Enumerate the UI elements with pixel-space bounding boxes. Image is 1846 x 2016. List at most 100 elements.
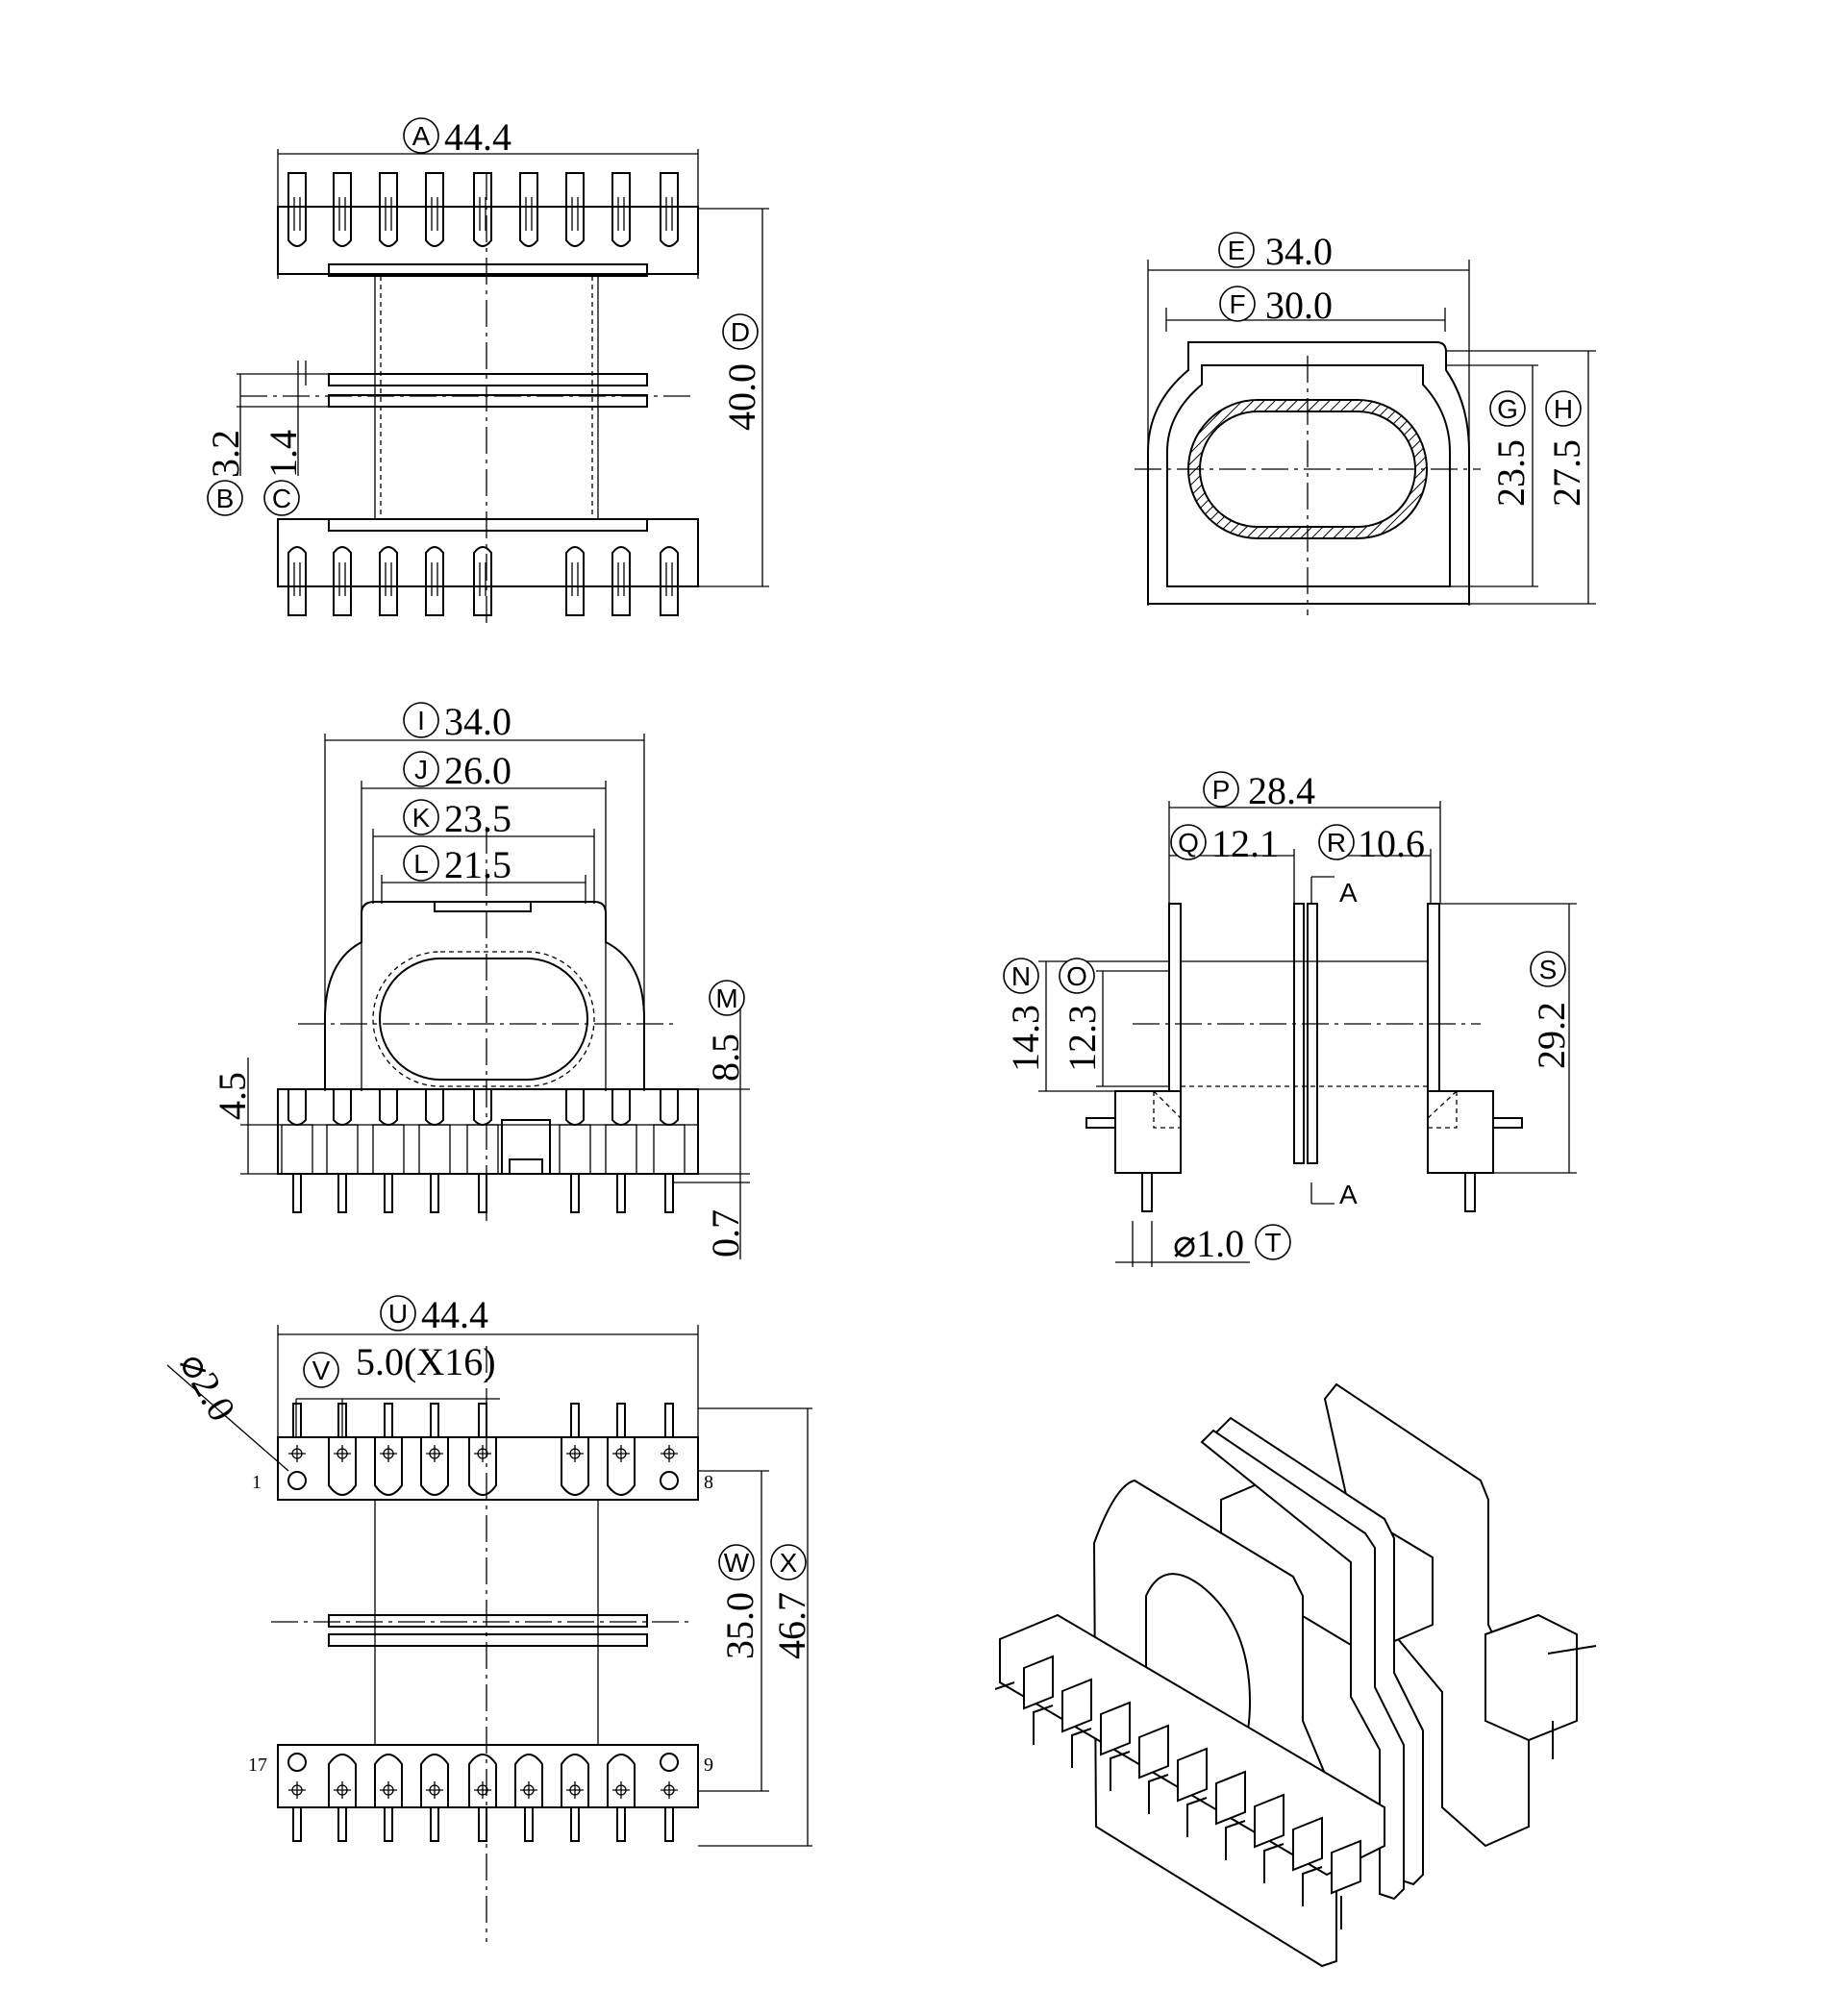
pin-slot xyxy=(607,1754,636,1807)
dim-0-7-value: 0.7 xyxy=(704,1209,747,1257)
dim-d-label: D xyxy=(731,317,750,347)
pin-lead xyxy=(664,1806,674,1842)
pin xyxy=(565,546,585,616)
section-a-bottom: A xyxy=(1339,1180,1358,1209)
dim-s-value: 29.2 xyxy=(1530,1002,1573,1069)
pin xyxy=(287,546,307,616)
pin-lead xyxy=(430,1806,439,1842)
dim-d-circle xyxy=(722,313,759,350)
pin-lead xyxy=(430,1403,439,1438)
pin-slot xyxy=(328,1437,357,1496)
pin xyxy=(379,546,398,616)
pin xyxy=(425,546,444,616)
dim-f-value: 30.0 xyxy=(1265,284,1333,327)
pin-1-label: 1 xyxy=(252,1472,262,1493)
section-a-top: A xyxy=(1339,878,1358,908)
pin xyxy=(660,172,679,247)
dim-m-label: M xyxy=(715,983,737,1013)
dim-e-value: 34.0 xyxy=(1265,230,1333,273)
iso-pin-block xyxy=(1254,1793,1285,1849)
pin-hook xyxy=(565,1089,585,1126)
pin-lead xyxy=(664,1403,674,1438)
dim-j-label: J xyxy=(414,755,428,784)
pin-base xyxy=(372,1124,405,1175)
pin-lead xyxy=(616,1173,626,1213)
pin-9-label: 9 xyxy=(704,1755,713,1776)
dim-l-value: 21.5 xyxy=(444,843,511,886)
pin-slot xyxy=(374,1754,403,1807)
pin-base xyxy=(559,1124,591,1175)
iso-pin-lead xyxy=(1225,1820,1246,1829)
iso-pin-block xyxy=(1100,1701,1131,1756)
iso-pin-block xyxy=(1023,1655,1054,1710)
dim-q-circle xyxy=(1170,824,1207,860)
pin-hook xyxy=(425,1089,444,1126)
dim-x-circle xyxy=(770,1544,807,1580)
dim-u-circle xyxy=(380,1295,416,1332)
pin-lead xyxy=(524,1806,534,1842)
iso-pin-lead xyxy=(1033,1705,1054,1713)
pin xyxy=(611,172,631,247)
dim-e-label: E xyxy=(1228,236,1246,265)
iso-pin-lead xyxy=(1302,1866,1323,1875)
dim-c-label: C xyxy=(272,484,291,513)
pin xyxy=(379,172,398,247)
pin xyxy=(473,546,492,616)
end-view: E 34.0 F 30.0 G 23.5 H 27.5 xyxy=(1135,230,1596,615)
pin-slot xyxy=(561,1437,589,1496)
dim-w-value: 35.0 xyxy=(718,1592,761,1659)
dim-q-value: 12.1 xyxy=(1211,822,1279,865)
pin-lead xyxy=(430,1173,439,1213)
dim-f-label: F xyxy=(1229,289,1245,319)
dim-l-circle xyxy=(403,845,439,882)
pin-hook xyxy=(473,1089,492,1126)
dim-i-circle xyxy=(403,702,439,738)
dim-s-label: S xyxy=(1539,955,1558,984)
front-view: I 34.0 J 26.0 K 23.5 L 21.5 xyxy=(211,700,750,1259)
pin-slot xyxy=(420,1754,449,1807)
dim-e-circle xyxy=(1218,232,1255,268)
dim-o-label: O xyxy=(1066,961,1087,991)
pin-base xyxy=(418,1124,451,1175)
pin xyxy=(519,172,538,247)
pin-lead xyxy=(664,1173,674,1213)
dim-m-circle xyxy=(709,980,745,1016)
dim-g-circle xyxy=(1489,390,1526,427)
dim-r-circle xyxy=(1318,824,1355,860)
pin xyxy=(333,172,352,247)
pin-17-label: 17 xyxy=(248,1755,267,1776)
pin-lead xyxy=(292,1173,302,1213)
mount-hole xyxy=(287,1471,307,1490)
dim-t-circle xyxy=(1255,1224,1291,1260)
pin-slot xyxy=(468,1437,497,1496)
iso-pin-block xyxy=(1138,1724,1169,1780)
pin-base xyxy=(605,1124,637,1175)
pin-lead xyxy=(616,1403,626,1438)
dim-x-label: X xyxy=(780,1548,798,1578)
dim-w-circle xyxy=(718,1544,755,1580)
iso-pin-block xyxy=(1061,1678,1092,1733)
dim-i-label: I xyxy=(417,706,425,735)
iso-pin-block xyxy=(1331,1839,1361,1895)
dim-d-value: 40.0 xyxy=(720,363,763,431)
iso-pin-lead xyxy=(1110,1751,1131,1759)
dim-r-label: R xyxy=(1327,828,1346,858)
hole-dia-value: ⌀2.0 xyxy=(171,1345,244,1429)
iso-pin-block xyxy=(1292,1816,1323,1872)
pin-lead xyxy=(478,1806,487,1842)
pin-lead xyxy=(478,1173,487,1213)
pin-lead xyxy=(570,1173,580,1213)
pin-slot xyxy=(328,1754,357,1807)
iso-pin-block xyxy=(1177,1747,1208,1803)
dim-v-value: 5.0(X16) xyxy=(356,1340,496,1383)
pin-hook xyxy=(287,1089,307,1126)
dim-u-value: 44.4 xyxy=(421,1293,488,1336)
dim-i-value: 34.0 xyxy=(444,700,511,743)
dim-g-value: 23.5 xyxy=(1489,439,1533,507)
top-view: A 44.4 D 40.0 3. xyxy=(204,115,769,625)
dim-n-circle xyxy=(1003,958,1039,994)
dim-h-label: H xyxy=(1554,394,1573,424)
pin-slot xyxy=(374,1437,403,1496)
dim-b-circle xyxy=(207,480,243,516)
